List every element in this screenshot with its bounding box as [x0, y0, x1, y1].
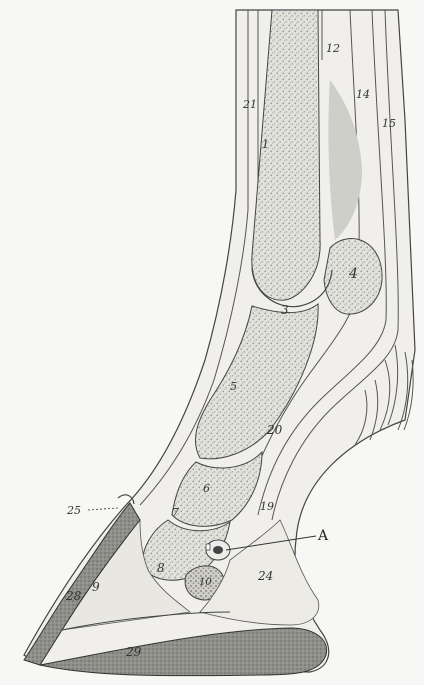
- label-1: 1: [262, 138, 269, 151]
- label-19: 19: [260, 500, 274, 513]
- label-6: 6: [203, 482, 210, 495]
- label-8: 8: [157, 561, 165, 575]
- label-15: 15: [382, 117, 396, 130]
- label-24: 24: [257, 569, 273, 583]
- label-5: 5: [230, 380, 237, 393]
- label-7: 7: [172, 506, 179, 519]
- label-9: 9: [92, 580, 100, 594]
- label-4: 4: [348, 266, 358, 282]
- label-14: 14: [356, 88, 370, 101]
- label-10: 10: [199, 577, 212, 588]
- pointer-25: [88, 508, 118, 510]
- label-20: 20: [266, 423, 283, 437]
- label-21: 21: [242, 98, 257, 111]
- label-3: 3: [281, 303, 289, 317]
- label-A: A: [317, 528, 329, 544]
- bursa-marker: [206, 544, 210, 550]
- label-25: 25: [66, 504, 81, 517]
- label-28: 28: [65, 589, 82, 603]
- label-12: 12: [326, 42, 340, 55]
- bursa-core: [213, 546, 223, 554]
- label-29: 29: [125, 645, 142, 659]
